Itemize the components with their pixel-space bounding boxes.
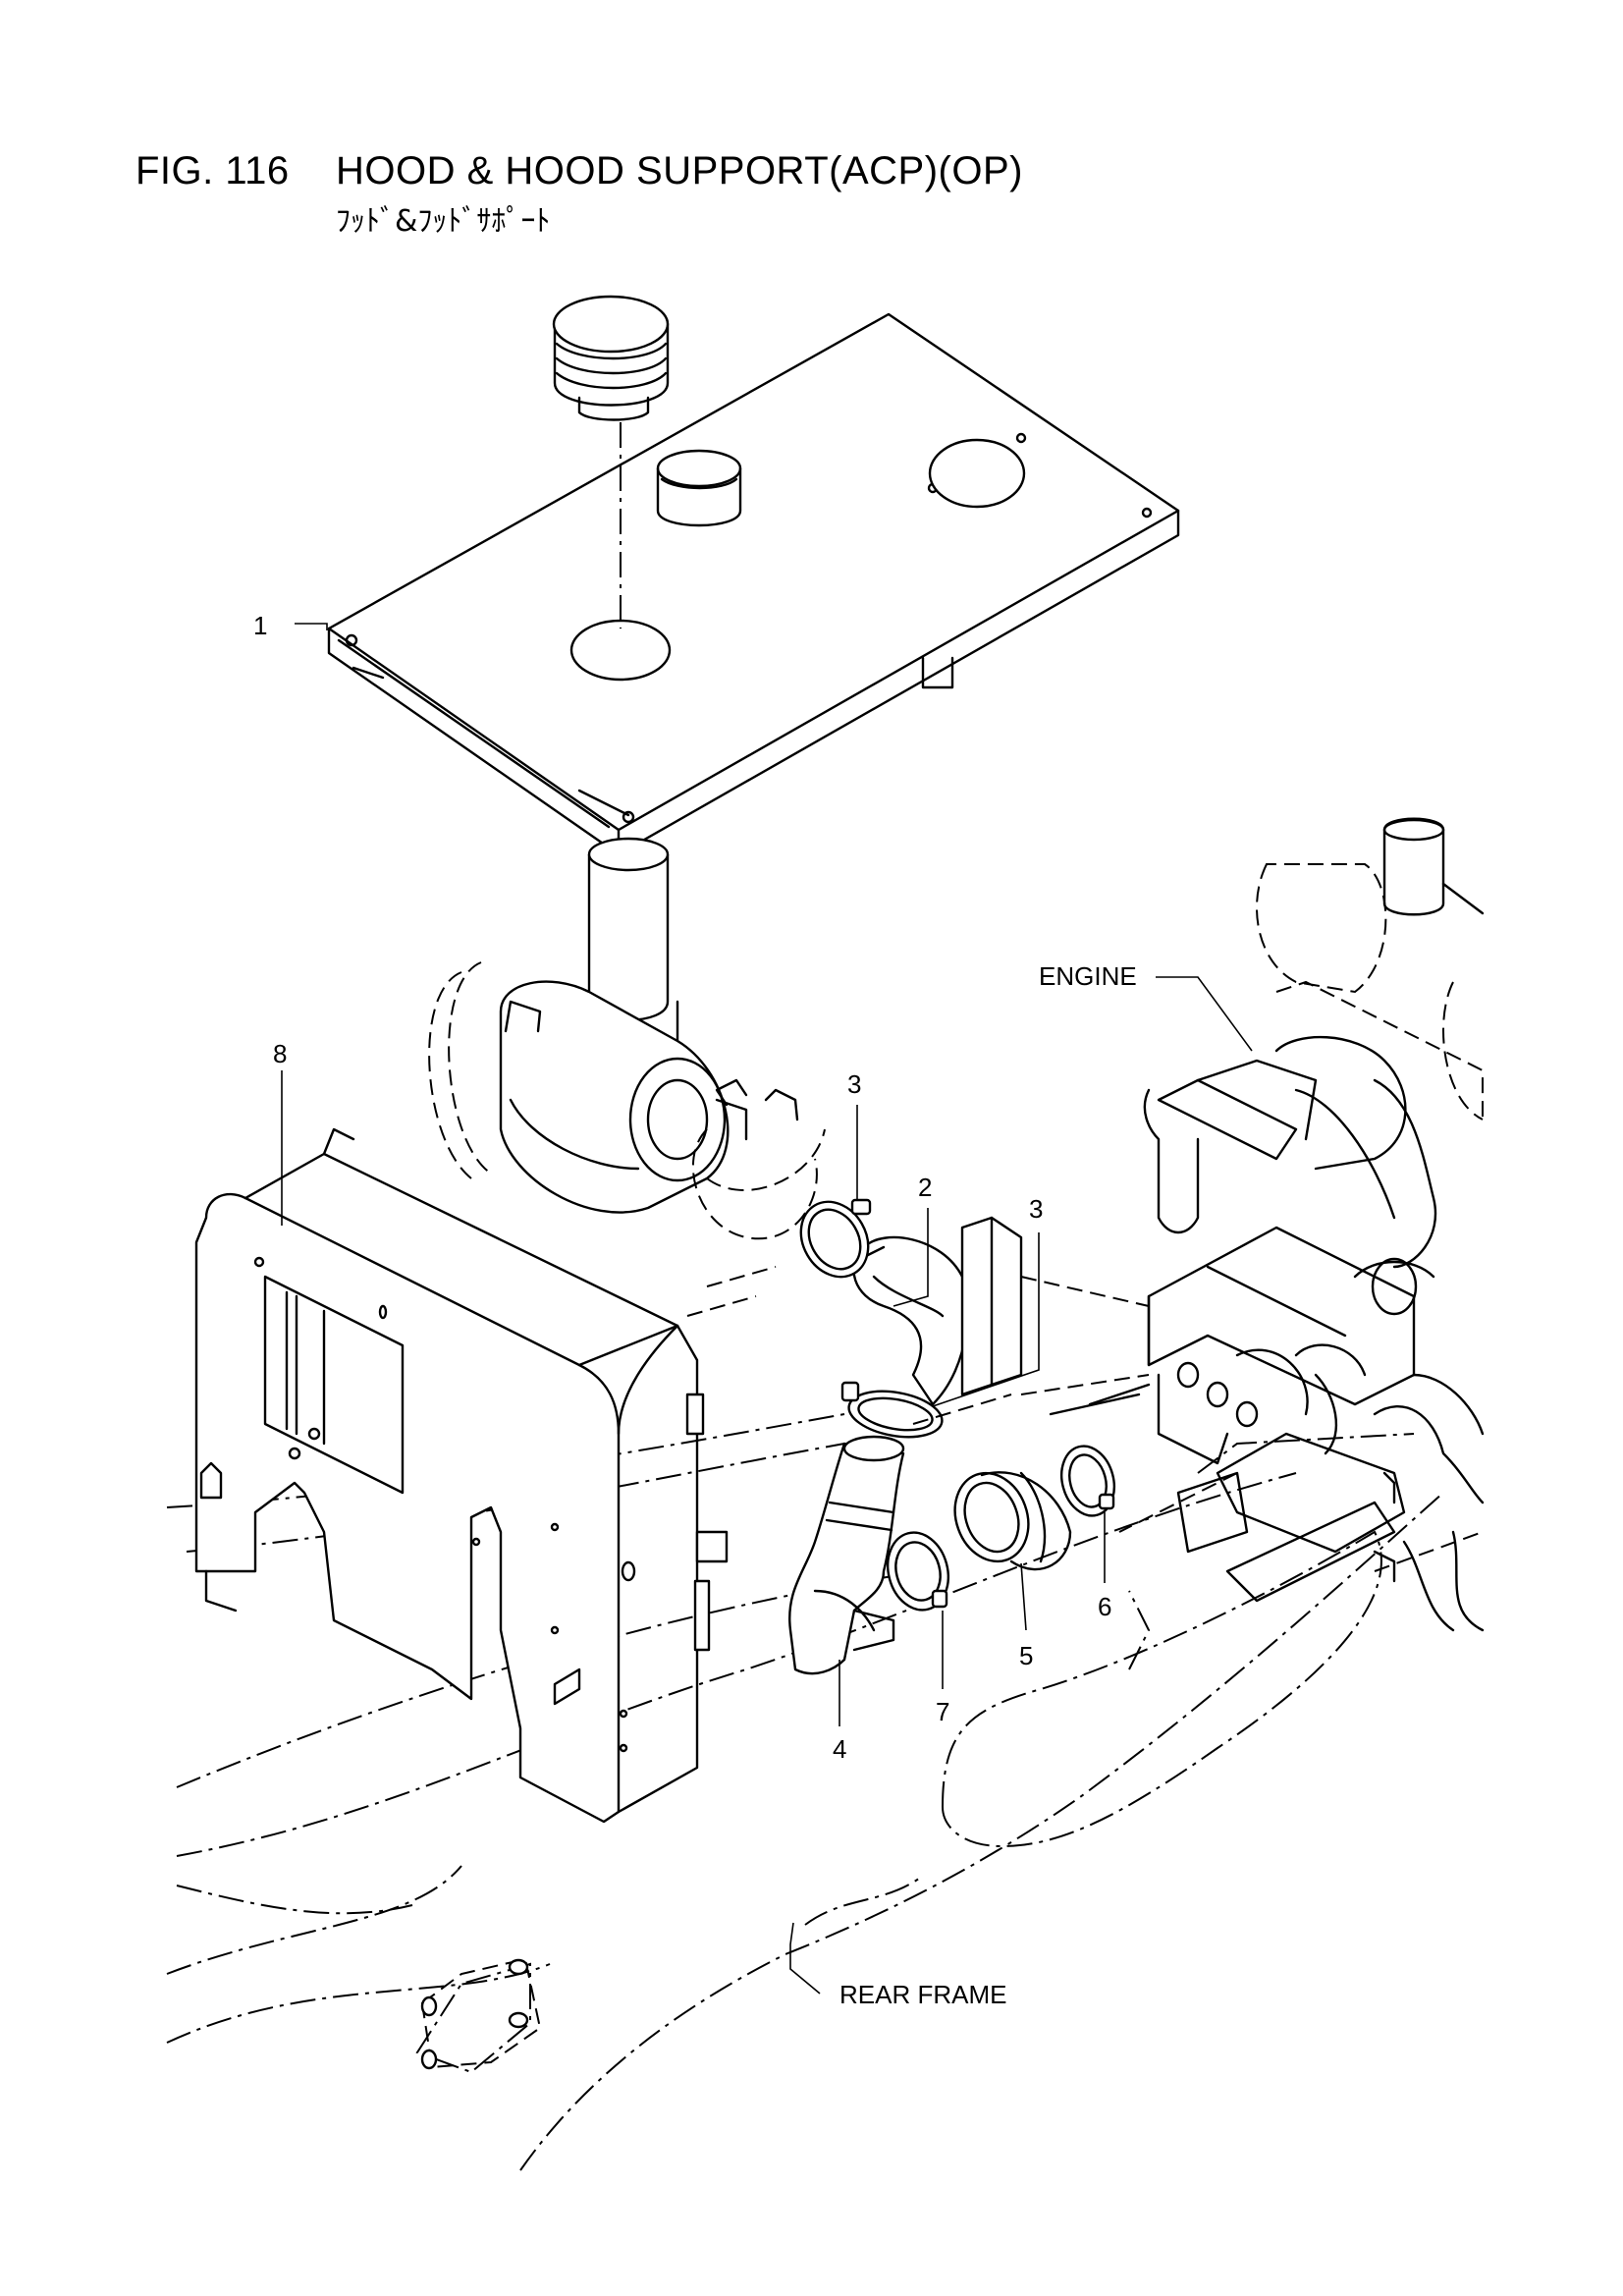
figure-subtitle: ﾌｯﾄﾞ&ﾌｯﾄﾞｻﾎﾟｰﾄ bbox=[336, 204, 551, 239]
hose-clamp-lower bbox=[840, 1381, 944, 1439]
callout-4: 4 bbox=[833, 1734, 846, 1764]
hood-support bbox=[194, 1127, 729, 1824]
engine-outline bbox=[1049, 817, 1485, 1632]
engine-label: ENGINE bbox=[1039, 961, 1137, 991]
hood-plate bbox=[327, 312, 1180, 856]
callout-3-lower: 3 bbox=[1029, 1194, 1043, 1224]
hose-lower bbox=[788, 1435, 905, 1675]
callout-6: 6 bbox=[1098, 1592, 1111, 1621]
rear-frame-label: REAR FRAME bbox=[839, 1980, 1006, 2009]
callout-3-upper: 3 bbox=[847, 1069, 861, 1099]
hose-elbow bbox=[852, 1235, 969, 1406]
figure-title: HOOD & HOOD SUPPORT(ACP)(OP) bbox=[336, 149, 1023, 192]
callout-7: 7 bbox=[936, 1697, 949, 1726]
frame-plate-bolts bbox=[420, 1957, 542, 2070]
sleeve bbox=[656, 449, 742, 527]
callout-8: 8 bbox=[273, 1039, 287, 1068]
hose-clamp-6 bbox=[1060, 1445, 1115, 1517]
leader-lines bbox=[281, 623, 1253, 1995]
rubber-coupling bbox=[953, 1471, 1072, 1571]
hose-clamp-7 bbox=[887, 1531, 949, 1612]
air-cleaner-cap bbox=[552, 295, 670, 421]
figure-number: FIG. 116 bbox=[135, 149, 290, 192]
callout-2: 2 bbox=[918, 1173, 932, 1202]
air-cleaner bbox=[428, 837, 826, 1240]
callout-1: 1 bbox=[253, 611, 267, 640]
hose-bracket bbox=[960, 1216, 1023, 1396]
hose-clamp-upper bbox=[799, 1198, 872, 1279]
callout-5: 5 bbox=[1019, 1641, 1033, 1670]
